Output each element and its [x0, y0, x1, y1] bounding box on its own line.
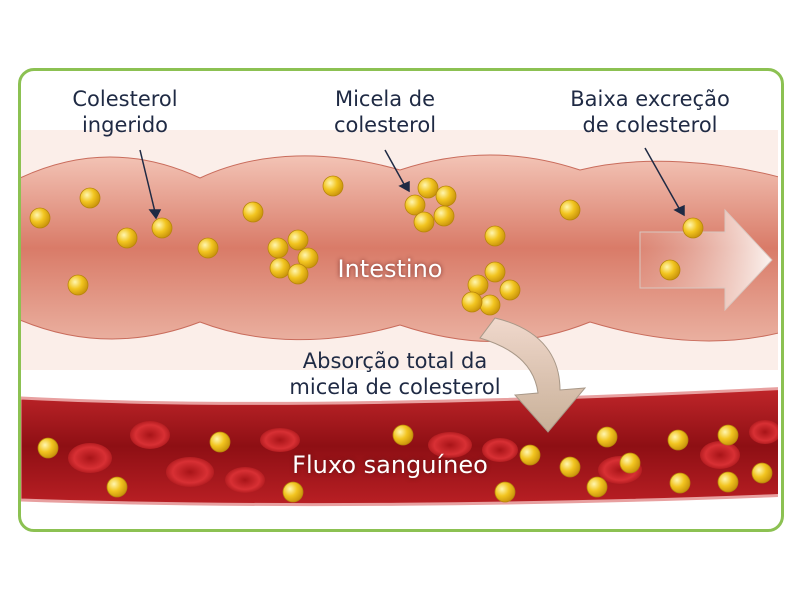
cholesterol-particle [596, 426, 618, 448]
cholesterol-particle [435, 185, 457, 207]
cholesterol-particle [751, 462, 773, 484]
cholesterol-particle [484, 261, 506, 283]
cholesterol-particle [417, 177, 439, 199]
pointer-lines [139, 147, 685, 220]
cholesterol-particle [67, 274, 89, 296]
cholesterol-particle [282, 481, 304, 503]
cholesterol-particle [287, 229, 309, 251]
cholesterol-particle [559, 456, 581, 478]
cholesterol-particle [669, 472, 691, 494]
cholesterol-particle [619, 452, 641, 474]
cholesterol-particle [484, 225, 506, 247]
cholesterol-particle [242, 201, 264, 223]
cholesterol-particle [559, 199, 581, 221]
intestine [21, 154, 778, 342]
excretion-arrow [639, 208, 773, 312]
label-total-absorption: Absorção total da micela de colesterol [289, 349, 501, 399]
label-bloodstream: Fluxo sanguíneo [292, 451, 488, 479]
cholesterol-particle [433, 205, 455, 227]
cholesterol-particle [519, 444, 541, 466]
cholesterol-particle [717, 424, 739, 446]
cholesterol-particle [392, 424, 414, 446]
label-intestine: Intestino [337, 255, 443, 283]
label-cholesterol-micelle: Micela de colesterol [333, 87, 437, 137]
cholesterol-particle [494, 481, 516, 503]
cholesterol-particle [151, 217, 173, 239]
cholesterol-particle [586, 476, 608, 498]
cholesterol-particle [269, 257, 291, 279]
cholesterol-particle [461, 291, 483, 313]
cholesterol-particle [79, 187, 101, 209]
cholesterol-particle [116, 227, 138, 249]
cholesterol-particle [717, 471, 739, 493]
cholesterol-particle [106, 476, 128, 498]
cholesterol-particle [659, 259, 681, 281]
cholesterol-particle [667, 429, 689, 451]
cholesterol-particle [682, 217, 704, 239]
cholesterol-particle [413, 211, 435, 233]
cholesterol-particle [322, 175, 344, 197]
label-ingested-cholesterol: Colesterol ingerido [72, 87, 178, 137]
absorption-arrow [479, 317, 587, 433]
cholesterol-particle [479, 294, 501, 316]
label-low-excretion: Baixa excreção de colesterol [570, 87, 730, 137]
cholesterol-particle [37, 437, 59, 459]
cholesterol-particle [287, 263, 309, 285]
cholesterol-particle [297, 247, 319, 269]
cholesterol-particle [29, 207, 51, 229]
cholesterol-particle [404, 194, 426, 216]
cholesterol-particle [499, 279, 521, 301]
cholesterol-particles [29, 175, 773, 503]
cholesterol-particle [197, 237, 219, 259]
cholesterol-particle [267, 237, 289, 259]
cholesterol-particle [209, 431, 231, 453]
